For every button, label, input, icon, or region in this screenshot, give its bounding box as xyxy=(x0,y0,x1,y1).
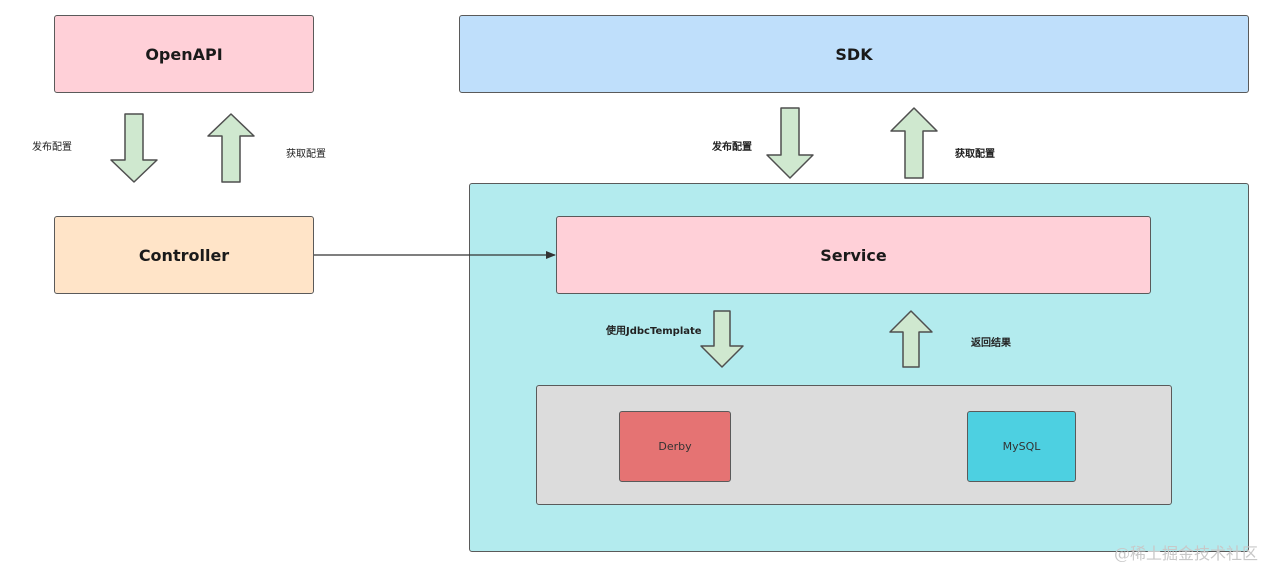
sdk-label: SDK xyxy=(835,44,873,64)
watermark: @稀土掘金技术社区 xyxy=(1113,544,1258,563)
controller-label: Controller xyxy=(138,245,230,265)
right-publish-label: 发布配置 xyxy=(712,142,752,153)
controller-node: Controller xyxy=(54,216,314,294)
openapi-node: OpenAPI xyxy=(54,15,314,93)
use-jdbc-label: 使用JdbcTemplate xyxy=(606,326,702,337)
mysql-node: MySQL xyxy=(967,411,1076,482)
left-fetch-arrow-icon xyxy=(207,113,255,183)
sdk-node: SDK xyxy=(459,15,1249,93)
derby-node: Derby xyxy=(619,411,731,482)
jdbc-arrow-icon xyxy=(700,310,744,368)
mysql-label: MySQL xyxy=(1002,440,1041,453)
derby-label: Derby xyxy=(658,440,692,453)
left-fetch-label: 获取配置 xyxy=(286,149,326,160)
right-fetch-arrow-icon xyxy=(890,107,938,179)
left-publish-label: 发布配置 xyxy=(32,142,72,153)
service-node: Service xyxy=(556,216,1151,294)
openapi-label: OpenAPI xyxy=(145,44,223,64)
service-label: Service xyxy=(820,245,887,265)
result-arrow-icon xyxy=(889,310,933,368)
return-result-label: 返回结果 xyxy=(971,338,1011,349)
right-publish-arrow-icon xyxy=(766,107,814,179)
right-fetch-label: 获取配置 xyxy=(955,149,995,160)
left-publish-arrow-icon xyxy=(110,113,158,183)
